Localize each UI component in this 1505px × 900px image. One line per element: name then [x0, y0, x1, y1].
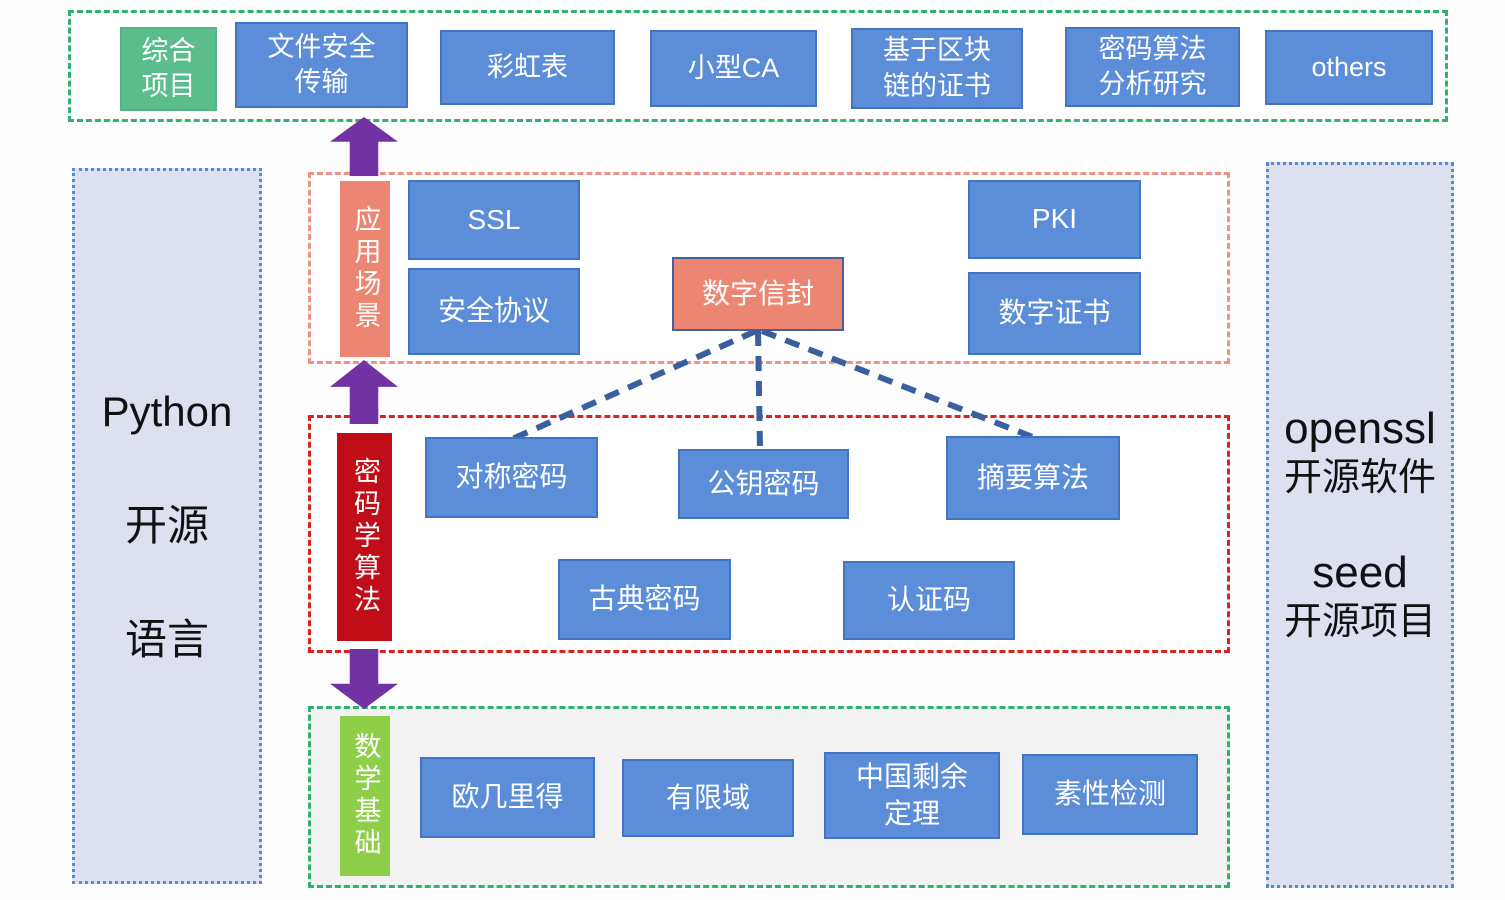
box-file-secure-transfer: 文件安全 传输 — [235, 22, 408, 108]
box-auth-code: 认证码 — [843, 561, 1015, 640]
box-classical-cipher: 古典密码 — [558, 559, 731, 640]
box-euclid: 欧几里得 — [420, 757, 595, 838]
box-public-key-cipher: 公钥密码 — [678, 449, 849, 519]
box-ssl: SSL — [408, 180, 580, 260]
arrow-app-to-projects — [330, 117, 398, 176]
box-symmetric-cipher: 对称密码 — [425, 437, 598, 518]
open-source-label: 开源 — [124, 501, 209, 549]
seed-subtitle: 开源项目 — [1283, 600, 1436, 643]
box-digest-algorithm: 摘要算法 — [946, 436, 1120, 520]
box-small-ca: 小型CA — [650, 30, 817, 107]
box-secure-protocol: 安全协议 — [408, 268, 580, 355]
crypto-algorithms-label: 密码学算法 — [337, 433, 392, 641]
app-scenarios-label: 应用场景 — [340, 181, 390, 357]
math-foundation-label: 数学基础 — [340, 716, 390, 876]
box-finite-field: 有限域 — [622, 759, 794, 837]
python-label: Python — [101, 387, 233, 435]
box-pki: PKI — [968, 180, 1141, 259]
box-rainbow-table: 彩虹表 — [440, 30, 615, 105]
panel-openssl-seed: openssl 开源软件 seed 开源项目 — [1266, 162, 1454, 888]
box-digital-certificate: 数字证书 — [968, 272, 1141, 355]
panel-python-language: Python 开源 语言 — [72, 168, 262, 884]
box-primality-test: 素性检测 — [1022, 754, 1198, 835]
box-others: others — [1265, 30, 1433, 105]
language-label: 语言 — [124, 616, 209, 664]
openssl-subtitle: 开源软件 — [1283, 456, 1436, 499]
box-chinese-remainder-theorem: 中国剩余 定理 — [824, 752, 1000, 839]
box-crypto-algorithm-analysis: 密码算法 分析研究 — [1065, 27, 1240, 107]
openssl-label: openssl — [1284, 403, 1436, 453]
seed-label: seed — [1312, 548, 1408, 597]
box-comprehensive-project: 综合 项目 — [120, 27, 217, 111]
box-blockchain-certificate: 基于区块 链的证书 — [851, 28, 1023, 109]
arrow-crypto-to-math — [330, 649, 398, 709]
box-digital-envelope: 数字信封 — [672, 257, 844, 331]
